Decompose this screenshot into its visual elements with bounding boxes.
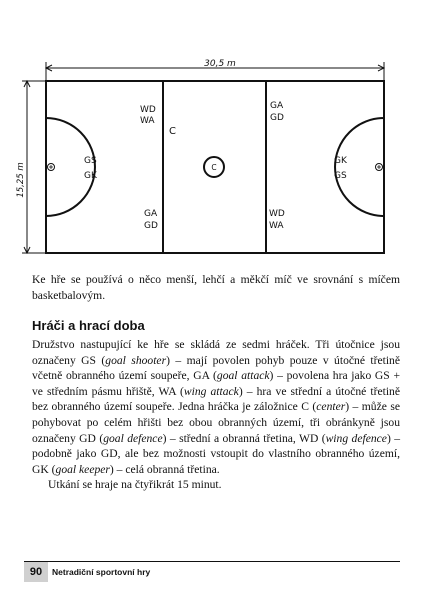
paragraph-duration: Utkání se hraje na čtyřikrát 15 minut. bbox=[48, 478, 222, 492]
footer-book-title: Netradiční sportovní hry bbox=[52, 567, 151, 577]
diagram-caption: Ke hře se používá o něco menší, lehčí a … bbox=[32, 273, 400, 302]
width-label: 15,25 m bbox=[16, 162, 26, 197]
label-wd-left: WD bbox=[140, 105, 156, 115]
label-centre: C bbox=[211, 163, 216, 172]
length-label: 30,5 m bbox=[204, 59, 236, 69]
paragraph-positions: Družstvo nastupující ke hře se skládá ze… bbox=[32, 338, 400, 476]
label-gs-left: GS bbox=[84, 156, 97, 166]
goal-circle-right bbox=[334, 117, 385, 217]
netball-court-diagram: 30,5 m 15,25 m WD WA GS GK GA GD GA GD G… bbox=[16, 59, 386, 255]
label-gk-left: GK bbox=[84, 171, 98, 181]
label-ga-right: GA bbox=[270, 101, 284, 111]
footer-rule bbox=[24, 561, 400, 562]
label-wd-right: WD bbox=[269, 209, 285, 219]
page-number: 90 bbox=[24, 562, 48, 582]
label-ga-left: GA bbox=[144, 209, 158, 219]
body-text: Družstvo nastupující ke hře se skládá ze… bbox=[32, 337, 400, 493]
label-wa-right: WA bbox=[269, 221, 284, 231]
centre-circle bbox=[203, 156, 225, 178]
label-gd-right: GD bbox=[270, 113, 284, 123]
goal-circle-left bbox=[45, 117, 96, 217]
label-gd-left: GD bbox=[144, 221, 158, 231]
label-wa-left: WA bbox=[140, 116, 155, 126]
section-title: Hráči a hrací doba bbox=[32, 318, 145, 333]
label-gk-right: GK bbox=[334, 156, 348, 166]
label-centre-line: C bbox=[169, 126, 176, 137]
length-dimension bbox=[44, 62, 386, 80]
label-gs-right: GS bbox=[334, 171, 347, 181]
court-outline bbox=[45, 80, 385, 254]
width-dimension bbox=[22, 79, 46, 255]
